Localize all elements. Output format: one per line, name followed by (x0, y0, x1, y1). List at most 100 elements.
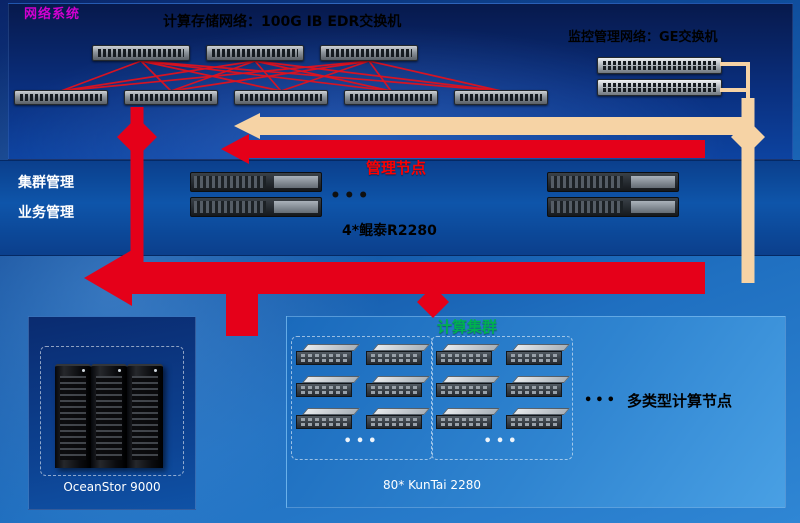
storage-caption: OceanStor 9000 (63, 480, 161, 494)
switch-ports (98, 53, 184, 57)
storage-tower-2 (91, 364, 127, 468)
drive-bays (551, 176, 623, 188)
node-vents (511, 391, 557, 394)
node-front-face (436, 415, 492, 429)
ge-switch-1 (597, 57, 722, 74)
node-vents (441, 359, 487, 362)
ib-switch-bottom-4 (344, 90, 438, 105)
switch-ports (20, 94, 102, 98)
management-node-title: 管理节点 (366, 159, 427, 177)
switch-ports (460, 97, 542, 101)
side-note-ellipsis: ••• (584, 393, 618, 409)
node-front-face (296, 351, 352, 365)
switch-ports (20, 97, 102, 101)
node-front-face (506, 415, 562, 429)
mesh-line (60, 60, 142, 92)
compute-node-r1-c4 (506, 344, 570, 366)
storage-tower-3 (127, 364, 163, 468)
mgmt-server-left-2 (190, 197, 322, 217)
node-vents (371, 354, 417, 357)
monitor-network-label: 监控管理网络：GE交换机 (568, 30, 718, 45)
ge-link-line (720, 88, 750, 92)
compute-node-r3-c1 (296, 408, 360, 430)
node-vents (301, 354, 347, 357)
switch-ports (603, 66, 716, 70)
ib-mesh-lines (60, 60, 502, 92)
node-front-face (436, 383, 492, 397)
switch-ports (212, 53, 298, 57)
node-front-face (506, 351, 562, 365)
server-front-panel (273, 176, 318, 188)
data-flow-junction-diamond-top (117, 117, 157, 157)
compute-side-note: ••• 多类型计算节点 (584, 392, 732, 410)
server-front-panel (630, 176, 675, 188)
ge-switch-2 (597, 79, 722, 96)
node-vents (511, 418, 557, 421)
mgmt-server-right-1 (547, 172, 679, 192)
switch-ports (130, 97, 212, 101)
monitor-flow-junction-diamond (731, 120, 765, 154)
compute-node-r3-c4 (506, 408, 570, 430)
mgmt-server-left-1 (190, 172, 322, 192)
mgmt-server-right-2 (547, 197, 679, 217)
node-vents (511, 359, 557, 362)
node-vents (301, 423, 347, 426)
compute-group-box-2 (431, 336, 573, 460)
ib-switch-top-2 (206, 45, 304, 61)
compute-node-r3-c3 (436, 408, 500, 430)
node-vents (511, 354, 557, 357)
compute-caption: 80* KunTai 2280 (383, 478, 481, 492)
storage-dashed-box (40, 346, 184, 476)
compute-group-ellipsis: ••• (343, 434, 381, 449)
switch-ports (603, 83, 716, 87)
switch-ports (603, 61, 716, 65)
data-flow-junction-diamond-bottom (417, 286, 449, 318)
node-vents (511, 423, 557, 426)
compute-node-r2-c2 (366, 376, 430, 398)
ib-switch-bottom-5 (454, 90, 548, 105)
node-vents (301, 359, 347, 362)
mesh-line (368, 60, 502, 92)
compute-cluster-title: 计算集群 (437, 318, 498, 336)
drive-bays (551, 201, 623, 213)
ge-link-line (746, 62, 750, 102)
management-servers-ellipsis: ••• (330, 186, 372, 206)
drive-bays (194, 201, 266, 213)
node-vents (441, 418, 487, 421)
node-vents (301, 386, 347, 389)
ge-link-line (720, 62, 750, 66)
node-vents (511, 386, 557, 389)
switch-ports (240, 97, 322, 101)
side-note-text: 多类型计算节点 (626, 392, 732, 410)
node-front-face (436, 351, 492, 365)
switch-ports (326, 53, 412, 57)
switch-ports (460, 94, 542, 98)
compute-node-r1-c1 (296, 344, 360, 366)
mesh-line (368, 60, 392, 92)
monitor-flow-horizontal-arrow (234, 113, 748, 139)
node-vents (441, 391, 487, 394)
storage-network-label: 计算存储网络：100G IB EDR交换机 (163, 14, 402, 30)
data-flow-stub (226, 294, 258, 336)
node-vents (371, 423, 417, 426)
compute-group-box-1 (291, 336, 433, 460)
switch-ports (350, 94, 432, 98)
data-flow-upper-arrow (221, 134, 705, 164)
node-vents (371, 386, 417, 389)
mesh-line (280, 60, 370, 92)
node-vents (441, 354, 487, 357)
ib-switch-top-1 (92, 45, 190, 61)
node-front-face (366, 383, 422, 397)
ib-switch-top-3 (320, 45, 418, 61)
server-front-panel (273, 201, 318, 213)
ib-switch-bottom-3 (234, 90, 328, 105)
switch-ports (350, 97, 432, 101)
node-front-face (296, 415, 352, 429)
switch-ports (603, 88, 716, 92)
node-vents (301, 391, 347, 394)
ib-switch-bottom-2 (124, 90, 218, 105)
monitor-network-flow (234, 62, 765, 283)
